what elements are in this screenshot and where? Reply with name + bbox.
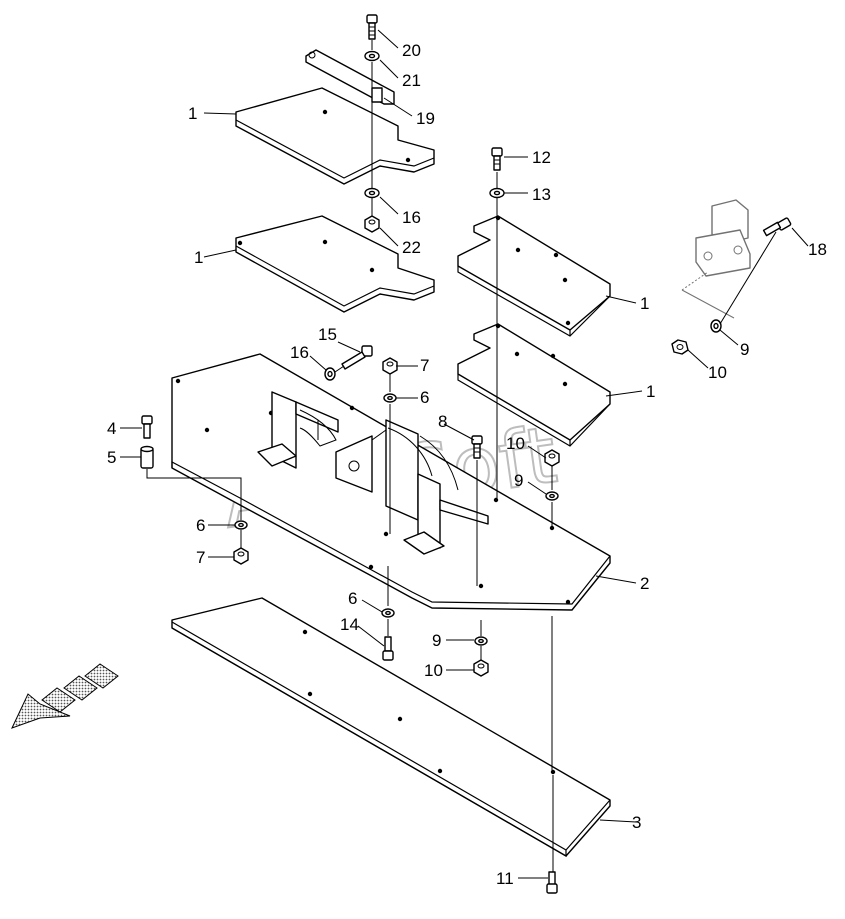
bolt-14 xyxy=(382,636,394,661)
callout-10-inset: 10 xyxy=(708,363,727,382)
callout-16-left: 16 xyxy=(402,208,421,227)
callout-10-bottom: 10 xyxy=(424,661,443,680)
callout-4: 4 xyxy=(107,419,116,438)
callout-1-right-upper: 1 xyxy=(640,294,649,313)
callout-14: 14 xyxy=(340,615,359,634)
front-direction-arrow-icon xyxy=(11,663,119,729)
part-1-mid-left-plate xyxy=(235,215,435,313)
callout-7-left: 7 xyxy=(196,548,205,567)
callout-16-bracket: 16 xyxy=(290,343,309,362)
callout-1-top-left: 1 xyxy=(188,104,197,123)
callout-6-left: 6 xyxy=(196,516,205,535)
callout-11: 11 xyxy=(496,869,514,888)
nut-10-inset xyxy=(671,339,689,355)
washer-16-bracket xyxy=(324,367,336,381)
callout-10-right: 10 xyxy=(506,434,525,453)
part-3-bottom-plate xyxy=(171,597,611,858)
mount-bracket-left xyxy=(257,391,339,469)
callout-6-upper: 6 xyxy=(420,388,429,407)
bolt-8 xyxy=(471,435,483,459)
nut-7-left xyxy=(233,547,249,565)
callout-20: 20 xyxy=(402,41,421,60)
callout-9-bottom: 9 xyxy=(432,631,441,650)
bolt-11 xyxy=(546,871,558,894)
callout-1-right-lower: 1 xyxy=(646,382,655,401)
part-1-top-left-plate xyxy=(235,87,435,185)
mount-bracket-right xyxy=(335,419,489,555)
callout-2: 2 xyxy=(640,574,649,593)
nut-7-upper xyxy=(382,357,398,375)
callout-22: 22 xyxy=(402,238,421,257)
washer-6-left xyxy=(234,520,248,530)
leader-lines xyxy=(120,29,809,879)
bolt-20 xyxy=(366,14,378,40)
callout-12: 12 xyxy=(532,148,551,167)
bolt-4 xyxy=(141,415,153,439)
callout-5: 5 xyxy=(107,448,116,467)
bolt-12 xyxy=(491,147,503,171)
callout-18: 18 xyxy=(808,240,827,259)
washer-21 xyxy=(364,50,380,62)
callout-9-inset: 9 xyxy=(740,340,749,359)
callout-3: 3 xyxy=(632,813,641,832)
washer-9-right xyxy=(545,491,559,501)
callout-7-upper: 7 xyxy=(420,356,429,375)
washer-9-bottom xyxy=(474,636,488,646)
inset-valve-assembly xyxy=(681,199,751,319)
spacer-5 xyxy=(140,445,154,469)
callout-1-mid-left: 1 xyxy=(194,248,203,267)
callout-21: 21 xyxy=(402,71,421,90)
nut-10-right xyxy=(544,449,560,467)
nut-10-bottom xyxy=(473,659,489,677)
part-1-right-upper-plate xyxy=(457,215,611,337)
callout-8: 8 xyxy=(438,412,447,431)
washer-16-left xyxy=(364,187,380,199)
bolt-18 xyxy=(762,217,792,237)
callout-labels: 20 21 19 1 16 22 1 12 13 18 1 1 9 10 15 … xyxy=(107,41,827,888)
washer-13 xyxy=(489,187,505,199)
callout-15: 15 xyxy=(318,325,337,344)
callout-9-right: 9 xyxy=(514,471,523,490)
bolt-15 xyxy=(341,345,373,370)
callout-13: 13 xyxy=(532,185,551,204)
callout-19: 19 xyxy=(416,109,435,128)
assembly-axes xyxy=(146,40,777,872)
washer-9-inset xyxy=(710,319,722,333)
callout-6-bottom: 6 xyxy=(348,589,357,608)
washer-6-upper xyxy=(383,393,397,403)
nut-22 xyxy=(364,215,380,233)
washer-6-bottom xyxy=(381,608,395,618)
part-1-right-lower-plate xyxy=(457,323,611,447)
